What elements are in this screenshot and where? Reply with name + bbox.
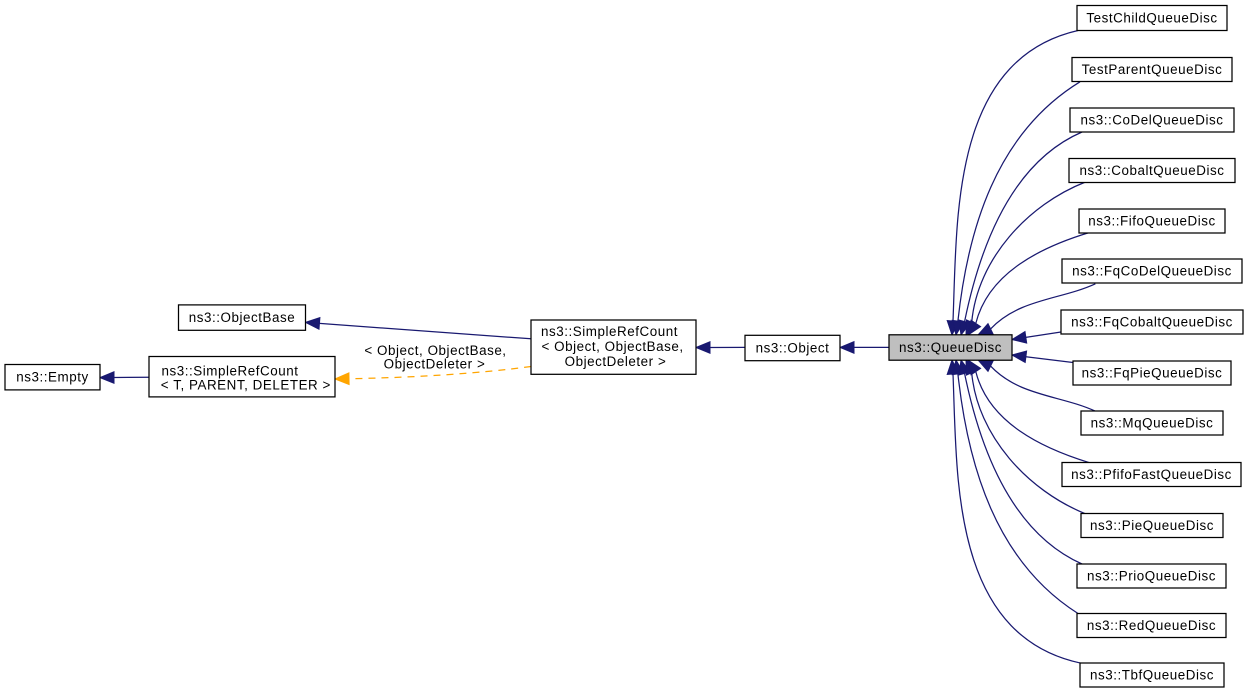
svg-text:< Object, ObjectBase,: < Object, ObjectBase,: [364, 343, 506, 358]
svg-text:TestParentQueueDisc: TestParentQueueDisc: [1082, 62, 1223, 77]
svg-text:ns3::CobaltQueueDisc: ns3::CobaltQueueDisc: [1080, 163, 1225, 178]
svg-text:< T, PARENT, DELETER >: < T, PARENT, DELETER >: [161, 377, 331, 392]
svg-text:ns3::PieQueueDisc: ns3::PieQueueDisc: [1090, 518, 1214, 533]
svg-text:ns3::ObjectBase: ns3::ObjectBase: [189, 310, 296, 325]
svg-text:ns3::CoDelQueueDisc: ns3::CoDelQueueDisc: [1081, 112, 1224, 127]
svg-text:ObjectDeleter >: ObjectDeleter >: [384, 357, 486, 372]
svg-text:ns3::PrioQueueDisc: ns3::PrioQueueDisc: [1087, 568, 1216, 583]
svg-text:ns3::Object: ns3::Object: [756, 340, 830, 355]
svg-text:< Object, ObjectBase,: < Object, ObjectBase,: [542, 339, 684, 354]
svg-text:ObjectDeleter >: ObjectDeleter >: [565, 354, 667, 369]
svg-text:ns3::FifoQueueDisc: ns3::FifoQueueDisc: [1088, 213, 1216, 228]
svg-text:ns3::FqCobaltQueueDisc: ns3::FqCobaltQueueDisc: [1071, 314, 1233, 329]
svg-text:ns3::FqCoDelQueueDisc: ns3::FqCoDelQueueDisc: [1072, 263, 1232, 278]
svg-text:ns3::Empty: ns3::Empty: [16, 370, 88, 385]
svg-text:ns3::SimpleRefCount: ns3::SimpleRefCount: [541, 324, 678, 339]
svg-text:ns3::QueueDisc: ns3::QueueDisc: [899, 340, 1002, 355]
svg-text:ns3::PfifoFastQueueDisc: ns3::PfifoFastQueueDisc: [1071, 467, 1232, 482]
svg-text:ns3::RedQueueDisc: ns3::RedQueueDisc: [1087, 618, 1216, 633]
svg-text:ns3::TbfQueueDisc: ns3::TbfQueueDisc: [1090, 667, 1214, 682]
svg-text:ns3::MqQueueDisc: ns3::MqQueueDisc: [1091, 415, 1214, 430]
svg-text:ns3::SimpleRefCount: ns3::SimpleRefCount: [162, 363, 299, 378]
svg-text:ns3::FqPieQueueDisc: ns3::FqPieQueueDisc: [1082, 365, 1223, 380]
svg-text:TestChildQueueDisc: TestChildQueueDisc: [1086, 10, 1217, 25]
